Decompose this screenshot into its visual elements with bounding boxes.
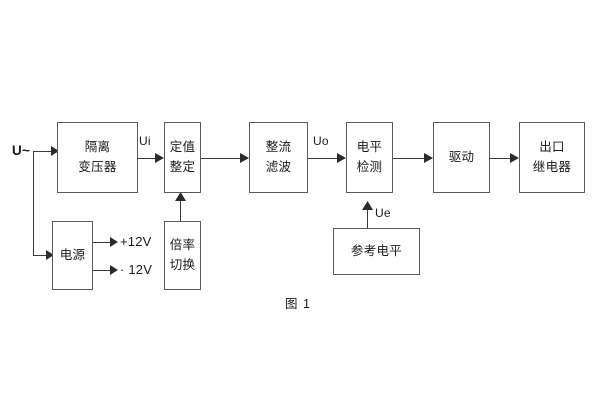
wire-reference-to-detection bbox=[367, 208, 369, 228]
block-reference-level-line-1: 参考电平 bbox=[350, 243, 403, 258]
block-rectify-filter[interactable]: 整流 滤波 bbox=[249, 122, 308, 193]
block-multiplier-switch-line-1: 倍率 bbox=[169, 238, 196, 253]
wire-multiplier-to-setting bbox=[180, 199, 182, 221]
rail-label-negative: · 12V bbox=[120, 262, 153, 277]
signal-label-uo: Uo bbox=[313, 134, 329, 148]
block-drive[interactable]: 驱动 bbox=[433, 122, 490, 193]
arrowhead-rectify-to-detection bbox=[337, 153, 346, 163]
block-output-relay-line-2: 继电器 bbox=[532, 159, 572, 174]
block-level-detection-line-1: 电平 bbox=[356, 140, 383, 155]
block-setting-value[interactable]: 定值 整定 bbox=[164, 122, 201, 193]
arrowhead-drive-to-relay bbox=[510, 153, 519, 163]
block-multiplier-switch-line-2: 切换 bbox=[169, 257, 196, 272]
wire-drive-to-relay bbox=[490, 157, 510, 159]
wire-rail-negative bbox=[92, 269, 110, 271]
block-isolation-transformer[interactable]: 隔离 变压器 bbox=[57, 122, 138, 193]
block-rectify-filter-line-1: 整流 bbox=[265, 140, 292, 155]
wire-setting-to-rectify bbox=[201, 157, 240, 159]
block-isolation-transformer-line-2: 变压器 bbox=[78, 159, 117, 174]
wire-detection-to-drive bbox=[393, 157, 424, 159]
wire-transformer-to-setting bbox=[138, 157, 155, 159]
arrowhead-setting-to-rectify bbox=[240, 153, 249, 163]
block-power-supply-line-1: 电源 bbox=[59, 247, 86, 262]
wire-input-bus bbox=[33, 150, 35, 256]
arrowhead-rail-negative bbox=[110, 265, 118, 275]
block-multiplier-switch[interactable]: 倍率 切换 bbox=[164, 221, 201, 290]
signal-label-ui: Ui bbox=[139, 134, 151, 148]
block-rectify-filter-line-2: 滤波 bbox=[265, 159, 292, 174]
block-setting-value-line-1: 定值 bbox=[169, 140, 196, 155]
block-isolation-transformer-line-1: 隔离 bbox=[84, 140, 111, 155]
wire-rectify-to-detection bbox=[308, 157, 337, 159]
block-output-relay-line-1: 出口 bbox=[539, 140, 565, 155]
figure-caption: 图 1 bbox=[285, 297, 311, 311]
arrowhead-detection-to-drive bbox=[424, 153, 433, 163]
signal-label-ue: Ue bbox=[375, 206, 391, 220]
rail-label-positive: +12V bbox=[120, 234, 152, 249]
block-output-relay[interactable]: 出口 继电器 bbox=[519, 122, 585, 193]
wire-input-to-power-supply bbox=[33, 254, 46, 256]
block-power-supply[interactable]: 电源 bbox=[52, 221, 93, 290]
block-setting-value-line-2: 整定 bbox=[169, 159, 196, 174]
arrowhead-rail-positive bbox=[110, 237, 118, 247]
input-source-label: U~ bbox=[12, 143, 31, 158]
block-level-detection-line-2: 检测 bbox=[356, 159, 383, 174]
block-reference-level[interactable]: 参考电平 bbox=[333, 228, 420, 275]
block-drive-line-1: 驱动 bbox=[448, 149, 475, 164]
wire-rail-positive bbox=[92, 241, 110, 243]
wire-input-to-transformer bbox=[33, 150, 51, 152]
block-level-detection[interactable]: 电平 检测 bbox=[346, 122, 393, 193]
arrowhead-transformer-to-setting bbox=[155, 153, 164, 163]
